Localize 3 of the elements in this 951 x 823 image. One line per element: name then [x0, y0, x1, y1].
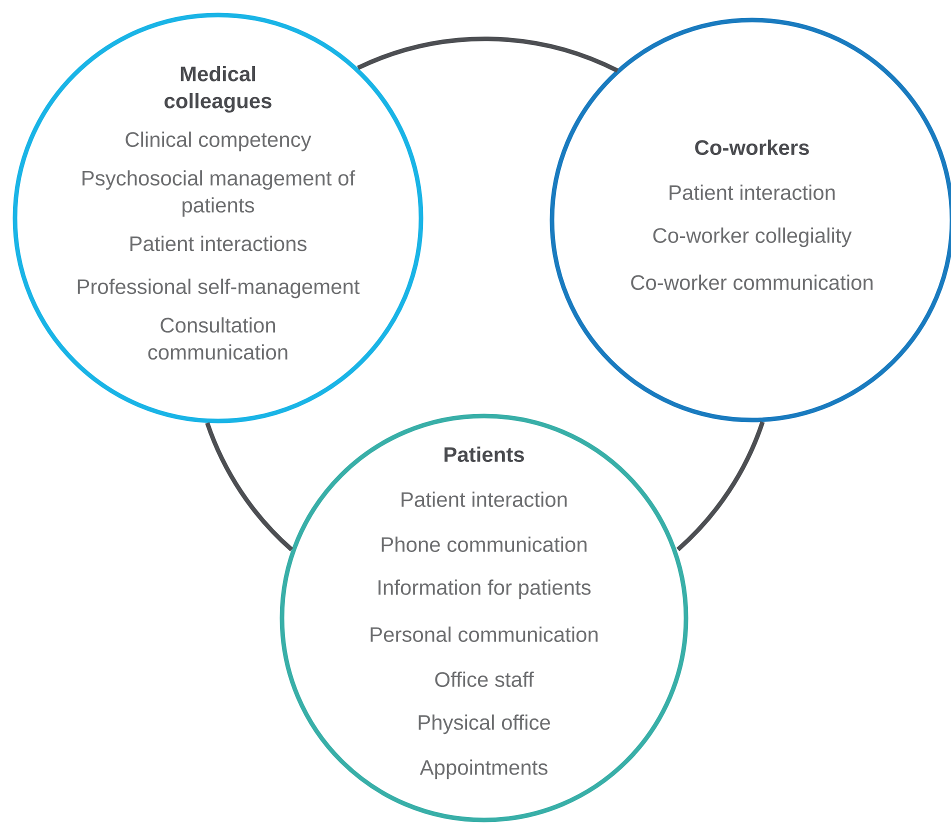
connector-arc	[205, 422, 294, 552]
connector-arc	[357, 36, 618, 73]
connector-arc	[676, 421, 765, 552]
